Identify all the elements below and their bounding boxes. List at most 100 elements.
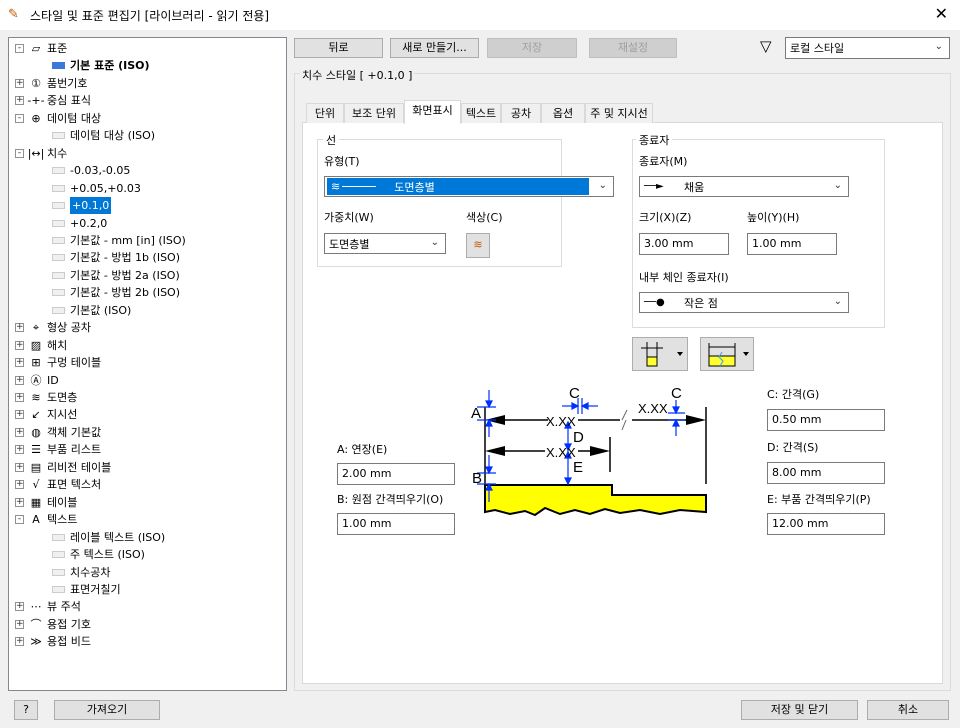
tree-item[interactable]: -⊕데이텀 대상 [15, 110, 101, 127]
tree-item[interactable]: +0.05,+0.03 [52, 180, 141, 197]
tab-4[interactable]: 공차 [501, 103, 541, 123]
tree-item[interactable]: +≫용접 비드 [15, 633, 91, 650]
tab-0[interactable]: 단위 [306, 103, 344, 123]
expand-icon[interactable]: + [15, 444, 24, 455]
collapse-icon[interactable]: - [15, 148, 24, 158]
gap-input[interactable]: 0.50 mm [767, 409, 885, 431]
expand-icon[interactable]: + [15, 409, 24, 420]
parts-list-icon: ☰ [31, 443, 41, 457]
tree-item[interactable]: -▱표준 [15, 40, 67, 57]
title-bar: ✎ 스타일 및 표준 편집기 [라이브러리 - 읽기 전용] ✕ [0, 0, 960, 30]
tree-item[interactable]: +0.2,0 [52, 215, 107, 232]
collapse-icon[interactable]: - [15, 44, 24, 53]
tree-item[interactable]: 기본값 - 방법 2a (ISO) [52, 267, 180, 284]
save-button[interactable]: 저장 [487, 38, 577, 58]
tree-item[interactable]: +▨해치 [15, 337, 67, 354]
tree-item[interactable]: +▤리비전 테이블 [15, 459, 111, 476]
part-offset-input[interactable]: 12.00 mm [767, 513, 885, 535]
expand-icon[interactable]: + [15, 496, 24, 507]
tab-2[interactable]: 화면표시 [404, 100, 461, 124]
tree-item[interactable]: 기본값 - mm [in] (ISO) [52, 232, 186, 249]
tree-item[interactable]: 표면거칠기 [52, 581, 121, 598]
tree-item[interactable]: 레이블 텍스트 (ISO) [52, 529, 165, 546]
terminator-select[interactable]: ──► 채움⌄ [639, 176, 849, 197]
expand-icon[interactable]: + [15, 339, 24, 350]
expand-icon[interactable]: + [15, 479, 24, 490]
tree-item[interactable]: 치수공차 [52, 564, 110, 581]
expand-icon[interactable]: + [15, 77, 24, 88]
tree-item[interactable]: +◍객체 기본값 [15, 424, 101, 441]
tree-item[interactable]: +⊞구멍 테이블 [15, 354, 101, 371]
close-button[interactable]: ✕ [934, 4, 948, 23]
collapse-icon[interactable]: - [15, 113, 24, 123]
tree-item[interactable]: 데이텀 대상 (ISO) [52, 127, 155, 144]
height-input[interactable]: 1.00 mm [747, 233, 837, 255]
filter-icon[interactable]: ▽ [760, 37, 772, 55]
tree-item[interactable]: +⌒용접 기호 [15, 616, 91, 633]
spacing-input[interactable]: 8.00 mm [767, 462, 885, 484]
tab-1[interactable]: 보조 단위 [344, 103, 404, 123]
style-filter-select[interactable]: 로컬 스타일⌄ [785, 37, 950, 59]
expand-icon[interactable]: + [15, 426, 24, 437]
import-button[interactable]: 가져오기 [54, 700, 160, 720]
break-option-button[interactable] [700, 337, 754, 371]
tree-item[interactable]: +⌖형상 공차 [15, 319, 91, 336]
tree-item[interactable]: -|↔|치수 [15, 145, 67, 162]
reset-button[interactable]: 재설정 [589, 38, 677, 58]
tab-5[interactable]: 옵션 [541, 103, 585, 123]
dimension-icon: |↔| [27, 146, 45, 160]
tree-item[interactable]: +√표면 텍스처 [15, 476, 101, 493]
extension-line-option-button[interactable] [632, 337, 688, 371]
terminator-label: 종료자(M) [639, 155, 688, 168]
tree-item[interactable]: 기본 표준 (ISO) [52, 57, 150, 74]
tree-item[interactable]: +↙지시선 [15, 406, 77, 423]
save-close-button[interactable]: 저장 및 닫기 [741, 700, 858, 720]
tree-item[interactable]: 기본값 - 방법 1b (ISO) [52, 249, 180, 266]
tree-item[interactable]: +≋도면층 [15, 389, 77, 406]
line-weight-select[interactable]: 도면층별⌄ [324, 233, 446, 254]
tree-item[interactable]: 기본값 - 방법 2b (ISO) [52, 284, 180, 301]
expand-icon[interactable]: + [15, 392, 24, 402]
origin-offset-input[interactable]: 1.00 mm [337, 513, 455, 535]
size-input[interactable]: 3.00 mm [639, 233, 729, 255]
tab-6[interactable]: 주 및 지시선 [585, 103, 653, 123]
back-button[interactable]: 뒤로 [294, 38, 383, 58]
tree-item[interactable]: +0.1,0 [52, 197, 112, 215]
filled-arrow-icon: ──► [644, 181, 664, 192]
tree-item[interactable]: +▦테이블 [15, 494, 77, 511]
expand-icon[interactable]: + [15, 357, 24, 368]
help-button[interactable]: ? [14, 700, 38, 720]
expand-icon[interactable]: + [15, 618, 24, 629]
tree-item[interactable]: +☰부품 리스트 [15, 441, 101, 458]
tree-item[interactable]: -0.03,-0.05 [52, 162, 130, 179]
extension-input[interactable]: 2.00 mm [337, 463, 455, 485]
tree-item[interactable]: 기본값 (ISO) [52, 302, 131, 319]
tree-item-label: 품번기호 [47, 76, 88, 90]
collapse-icon[interactable]: - [15, 515, 24, 525]
tree-item[interactable]: +-+-중심 표식 [15, 92, 91, 109]
layer-color-icon: ≋ [473, 238, 483, 251]
expand-icon[interactable]: + [15, 636, 24, 647]
tab-3[interactable]: 텍스트 [461, 103, 501, 123]
tree-item[interactable]: 주 텍스트 (ISO) [52, 546, 145, 563]
style-icon [52, 568, 65, 576]
line-type-select[interactable]: ≋ 도면층별 ⌄ [324, 176, 614, 197]
inner-terminator-select[interactable]: ──● 작은 점⌄ [639, 292, 849, 313]
expand-icon[interactable]: + [15, 461, 24, 472]
new-button[interactable]: 새로 만들기... [390, 38, 479, 58]
style-icon [52, 236, 65, 244]
expand-icon[interactable]: + [15, 322, 24, 333]
color-button[interactable]: ≋ [466, 233, 490, 258]
expand-icon[interactable]: + [15, 374, 24, 385]
tree-item-label: 기본값 - 방법 2a (ISO) [70, 268, 180, 282]
cancel-button[interactable]: 취소 [867, 700, 949, 720]
style-icon [52, 533, 65, 541]
expand-icon[interactable]: + [15, 601, 24, 612]
expand-icon[interactable]: + [15, 95, 24, 106]
extension-label: A: 연장(E) [337, 443, 388, 456]
tree-item[interactable]: +⋯뷰 주석 [15, 598, 81, 615]
